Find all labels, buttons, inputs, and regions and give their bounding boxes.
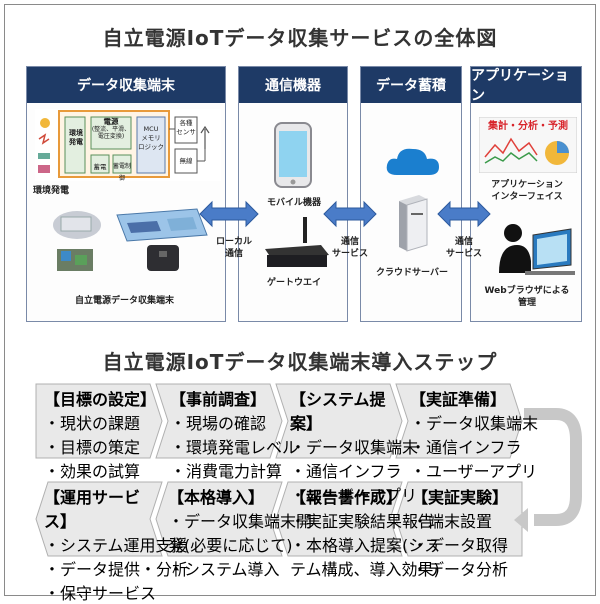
- step-item: ・消費電力計算: [170, 462, 283, 481]
- section-app-header: アプリケーション: [471, 67, 581, 104]
- step-item: テム構成、導入効果): [290, 560, 440, 579]
- analytics-screen-text: 集計・分析・予測: [488, 121, 568, 132]
- comm-service-label-1: 通信サービス: [331, 237, 368, 259]
- step-item: ・データ収集端末開: [168, 512, 313, 531]
- step-item: ・システム導入: [168, 560, 280, 579]
- step-report-creation: 【報告書作成】 ・実証実験結果報告 ・本格導入提案(シス テム構成、導入効果): [290, 484, 441, 579]
- power-block-label: 電源: [103, 117, 119, 126]
- step-chevron: [395, 383, 523, 459]
- step-item: ・データ提供・分析: [44, 560, 189, 579]
- arrow-local-link: [199, 200, 259, 228]
- wireless-block-label: 無線: [179, 157, 193, 165]
- step-item: ・通信インフラ: [290, 462, 402, 481]
- step-item: ・通信インフラ: [410, 438, 522, 457]
- step-item: ・効果の試算: [44, 462, 141, 481]
- app-interface-caption: アプリケーションインターフェイス: [491, 180, 563, 202]
- overview-title: 自立電源IoTデータ収集サービスの全体図: [102, 26, 498, 50]
- step-title: 【実証準備】: [410, 390, 507, 409]
- device-icon: [38, 153, 50, 159]
- device-icon: [38, 165, 50, 173]
- antenna-icon: [200, 125, 210, 149]
- step-chevron: [395, 481, 523, 557]
- step-preliminary-survey: 【事前調査】 ・現場の確認 ・環境発電レベル ・消費電力計算: [170, 386, 299, 481]
- step-chevron: [35, 481, 163, 557]
- mobile-caption: モバイル機器: [266, 198, 321, 208]
- gateway-icon: [265, 217, 329, 267]
- step-title: 【報告書作成】: [290, 488, 403, 507]
- gateway-caption: ゲートウエイ: [266, 278, 321, 288]
- server-caption: クラウドサーバー: [376, 268, 448, 278]
- section-comm-header: 通信機器: [239, 67, 347, 103]
- steps-title: 自立電源IoTデータ収集端末導入ステップ: [102, 350, 498, 374]
- power-block-sub: (整流、平滑、電圧変換): [91, 126, 131, 140]
- step-item: 発(必要に応じて): [168, 536, 293, 555]
- step-item: ・ユーザーアプリ: [290, 486, 418, 505]
- section-terminal-header: データ収集端末: [27, 67, 225, 103]
- section-comm: 通信機器 モバイル機器 ゲートウエイ: [238, 66, 348, 322]
- step-item: ・現場の確認: [170, 414, 267, 433]
- smartphone-icon: [274, 122, 312, 188]
- env-gen-caption: 環境発電: [33, 186, 70, 196]
- step-chevron: [275, 481, 403, 557]
- step-chevron: [155, 481, 283, 557]
- step-chevron: [155, 383, 283, 459]
- section-storage: データ蓄積 クラウドサーバー: [360, 66, 462, 322]
- comm-service-label-2: 通信サービス: [445, 237, 482, 259]
- step-item: ・本格導入提案(シス: [290, 536, 441, 555]
- step-operation-service: 【運用サービス】 ・システム運用支援 ・データ提供・分析 ・保守サービス: [44, 484, 188, 603]
- section-app: アプリケーション 集計・分析・予測 アプリケーションインターフェイス Webブラ…: [470, 66, 582, 322]
- step-title: 【本格導入】: [168, 488, 265, 507]
- step-chevron: [275, 383, 403, 459]
- step-title: 【事前調査】: [170, 390, 267, 409]
- step-item: ・現状の課題: [44, 414, 141, 433]
- terminal-block-diagram: [35, 109, 221, 181]
- terminal-devices-illustration: [53, 208, 208, 271]
- storage-block-label: 蓄電: [93, 163, 107, 171]
- server-icon: [399, 195, 428, 252]
- terminal-caption: 自立電源データ収集端末: [75, 296, 175, 306]
- step-title: 【実証実験】: [412, 488, 509, 507]
- arrow-service-link: [437, 200, 491, 228]
- circuit-board-icon: [116, 208, 208, 242]
- step-item: ・システム運用支援: [44, 536, 188, 555]
- chip-icon: [147, 245, 179, 271]
- step-flow-shapes: [35, 383, 582, 557]
- step-goal-setting: 【目標の設定】 ・現状の課題 ・目標の策定 ・効果の試算: [44, 386, 157, 481]
- u-turn-arrowhead: [514, 508, 528, 532]
- analytics-screen-icon: [479, 117, 577, 173]
- connection-arrows: [199, 200, 491, 228]
- step-item: ・データ取得: [412, 536, 509, 555]
- lightning-icon: [38, 133, 50, 145]
- step-chevron: [35, 383, 163, 459]
- step-title: 【運用サービス】: [44, 488, 141, 531]
- section-storage-header: データ蓄積: [361, 67, 461, 103]
- step-title: 【システム提案】: [290, 390, 386, 433]
- user-pc-icon: [499, 224, 575, 275]
- step-item: ・ユーザーアプリ: [410, 462, 538, 481]
- cloud-icon: [386, 148, 439, 175]
- u-turn-arrow: [524, 408, 582, 526]
- step-item: ・端末設置: [412, 512, 493, 531]
- browser-caption: Webブラウザによる管理: [484, 286, 570, 308]
- sun-icon: [40, 118, 50, 128]
- local-comm-label: ローカル通信: [215, 237, 252, 259]
- sensors-block-label: 各種センサ: [176, 119, 196, 136]
- step-full-deployment: 【本格導入】 ・データ収集端末開 発(必要に応じて) ・システム導入: [168, 484, 313, 579]
- charge-control-label: 蓄電制御: [112, 163, 131, 182]
- step-pilot-preparation: 【実証準備】 ・データ収集端末 ・通信インフラ ・ユーザーアプリ: [410, 386, 539, 481]
- step-system-proposal: 【システム提案】 ・データ収集端末 ・通信インフラ ・ユーザーアプリ: [290, 386, 419, 505]
- step-item: ・データ収集端末: [290, 438, 419, 457]
- env-gen-block-label: 環境発電: [69, 129, 83, 146]
- step-pilot-experiment: 【実証実験】 ・端末設置 ・データ取得 ・データ分析: [412, 484, 522, 579]
- step-item: ・目標の策定: [44, 438, 141, 457]
- step-item: ・実証実験結果報告: [290, 512, 435, 531]
- step-title: 【目標の設定】: [44, 390, 157, 409]
- step-item: ・環境発電レベル: [170, 438, 299, 457]
- step-item: ・データ分析: [412, 560, 509, 579]
- arrow-comm-link: [323, 200, 377, 228]
- step-item: ・保守サービス: [44, 584, 157, 603]
- step-item: ・データ収集端末: [410, 414, 539, 433]
